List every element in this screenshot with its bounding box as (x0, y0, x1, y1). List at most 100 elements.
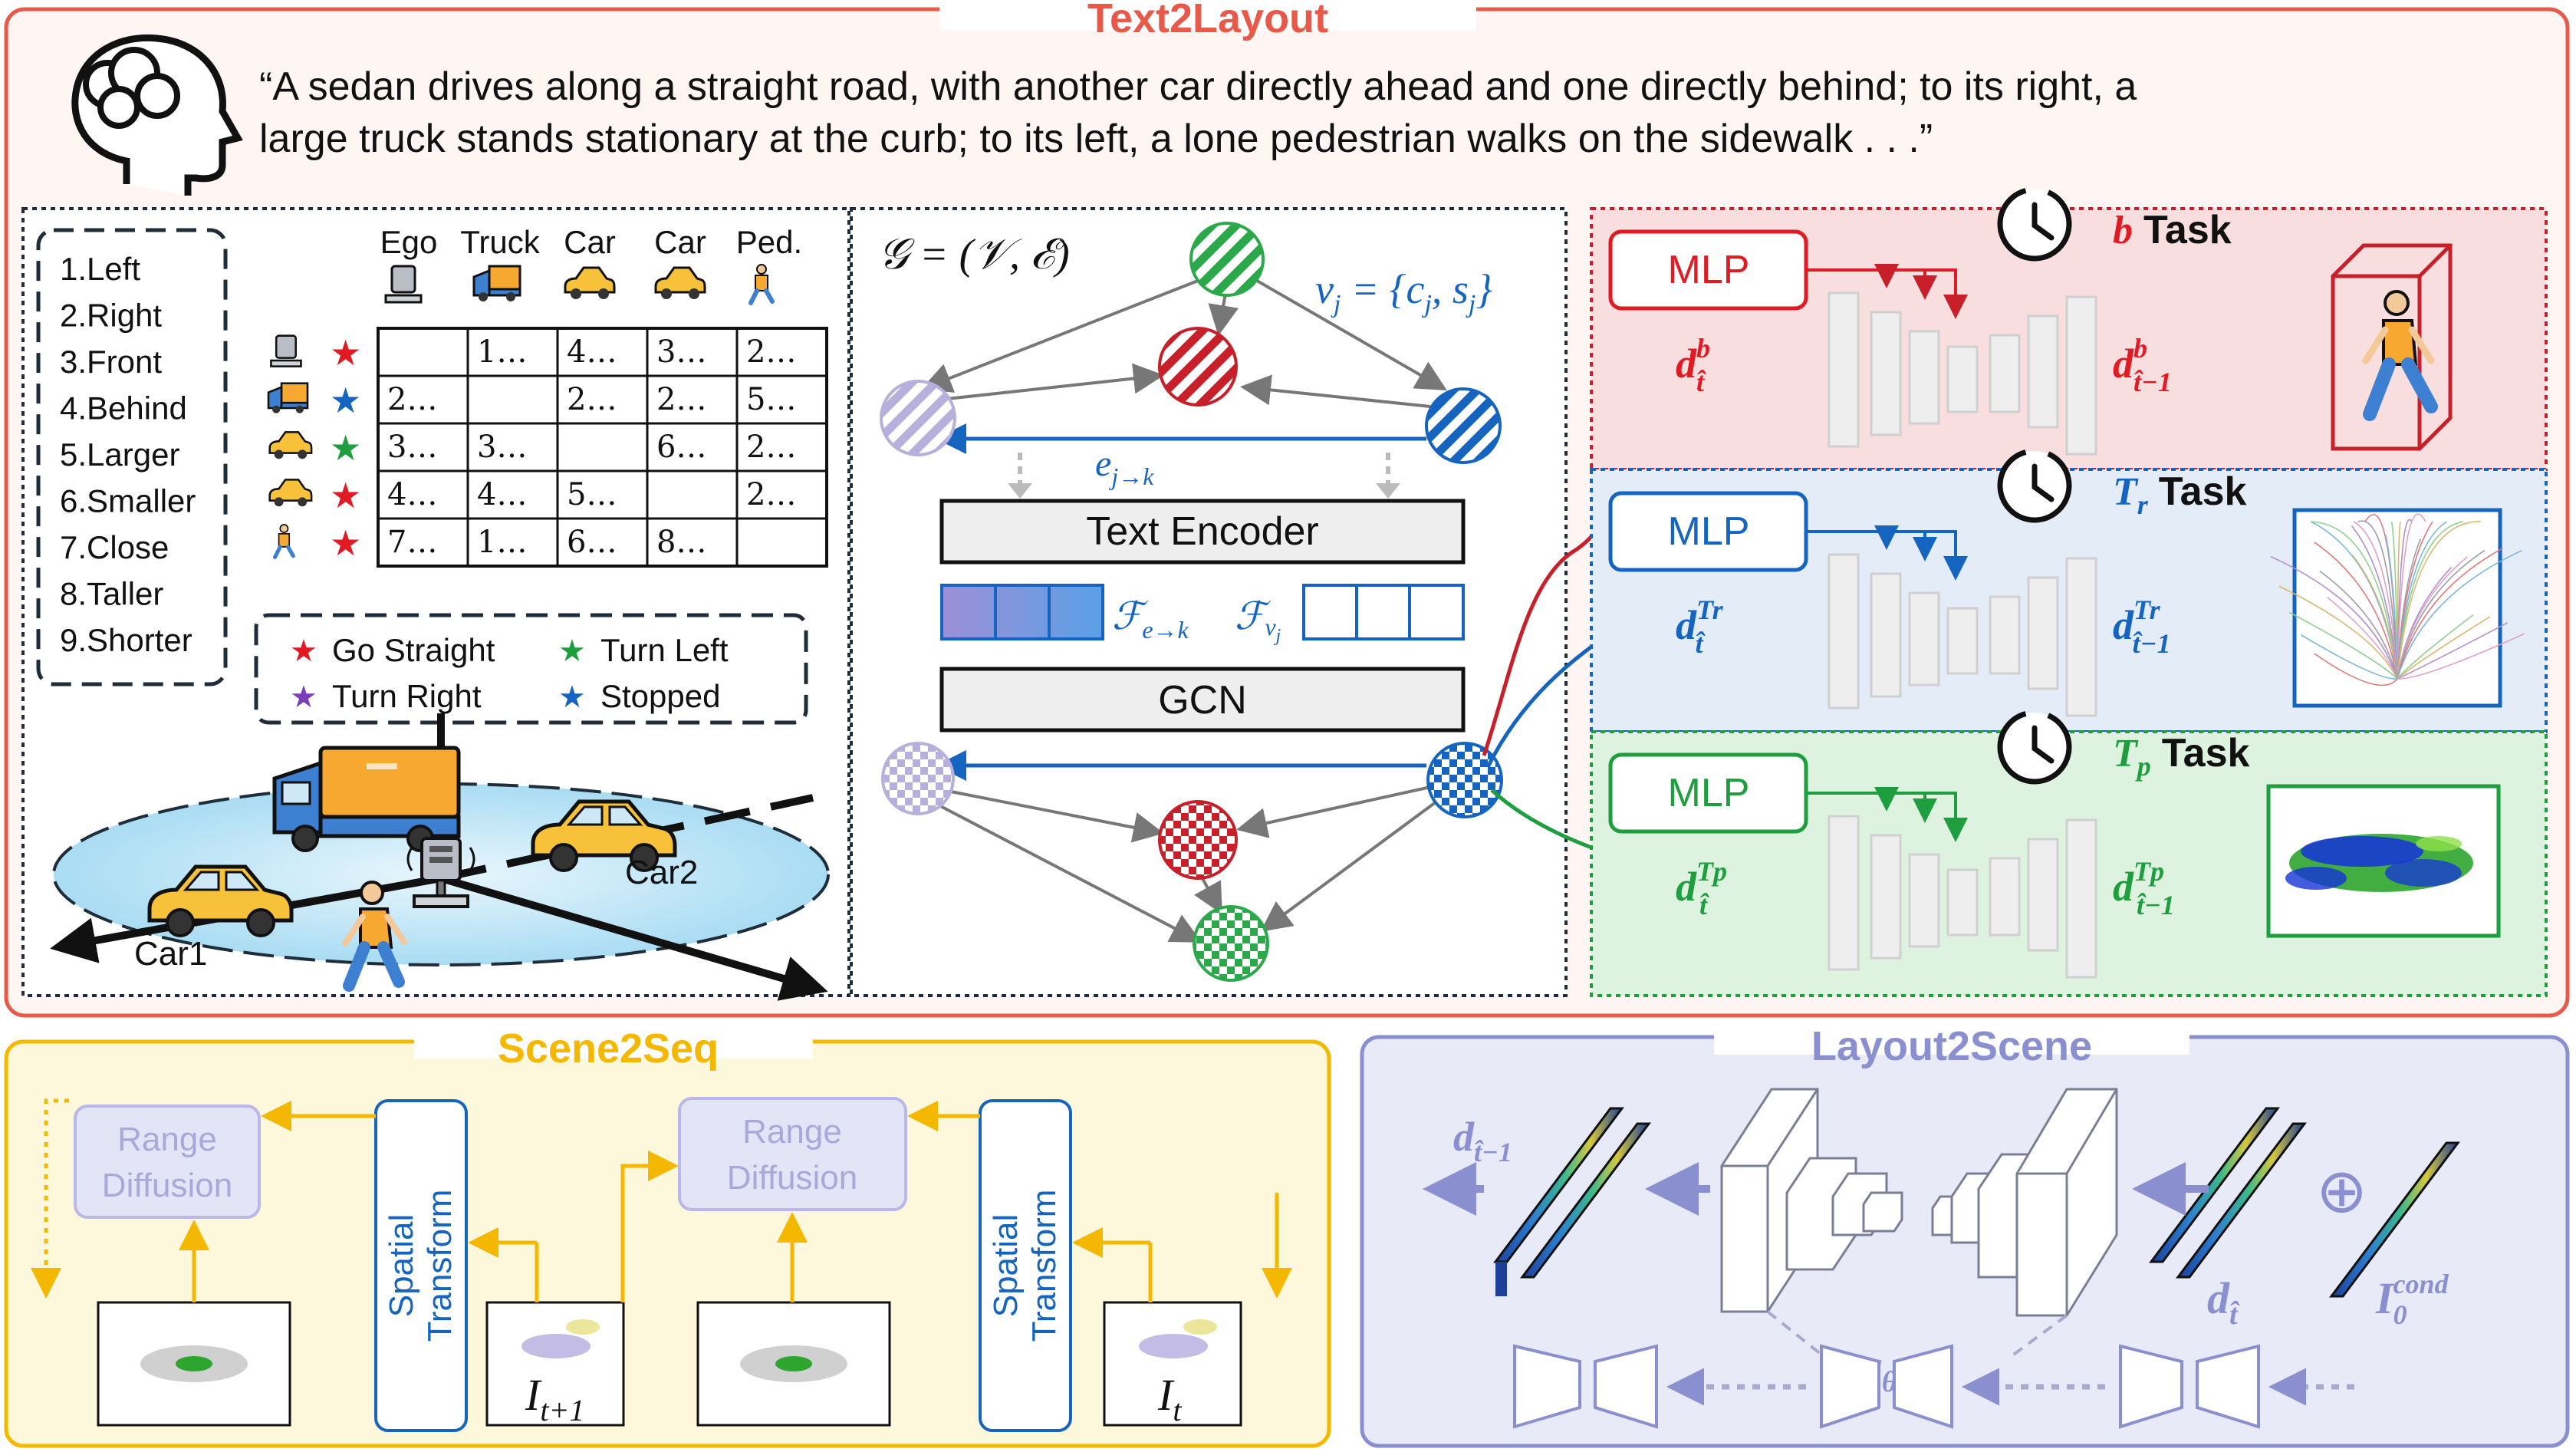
node-formula: vj = {cj, sj} (1315, 266, 1492, 318)
range-diffusion-2-line1: Range (742, 1113, 842, 1151)
range-diffusion-2-line2: Diffusion (727, 1159, 857, 1197)
unet-denoiser (1720, 1088, 2118, 1317)
relation-item: 6.Smaller (60, 483, 196, 519)
encoder-decoder-bottom (1513, 1344, 2260, 1429)
motion-star-icon: ★ (330, 332, 361, 374)
relation-item: 3.Front (60, 344, 162, 380)
graph-out-node-blue (1426, 742, 1503, 818)
scene-graph: 𝒢 = (𝒱, ℰ) vj = {cj, sj} ej→k Text Encod… (878, 222, 1655, 982)
legend-star-icon: ★ (290, 634, 317, 669)
graph-node-green (1189, 222, 1265, 297)
range-diffusion-block-2 (678, 1097, 907, 1211)
relation-matrix: 1…4…3…2…★2…2…2…5…★3…3…6…2…★4…4…5…2…★7…1…… (267, 327, 828, 568)
spatial-transform-1-line1: Spatial (383, 1214, 420, 1318)
label-i-t1: It+1 (525, 1370, 584, 1427)
lidar-bev-image-t1: It+1 (485, 1301, 625, 1427)
range-diffusion-block-1 (74, 1105, 261, 1219)
car-icon (268, 431, 313, 459)
text-encoder-label: Text Encoder (1086, 509, 1319, 554)
matrix-cell: 3… (656, 334, 706, 370)
head-thinking-icon (71, 34, 243, 196)
spatial-transform-block-1 (374, 1099, 468, 1432)
matrix-cell: 2… (567, 382, 617, 417)
matrix-cell: 8… (656, 525, 706, 560)
graph-node-purple (880, 380, 956, 456)
legend-label: Turn Right (332, 678, 482, 714)
spatial-transform-2-line1: Spatial (987, 1214, 1025, 1318)
matrix-cell: 4… (387, 477, 437, 512)
scene2seq-title: Scene2Seq (498, 1026, 719, 1072)
lidar-bev-image-1 (97, 1301, 291, 1427)
relation-item: 2.Right (60, 298, 162, 334)
matrix-col-header: Ego (380, 224, 438, 260)
matrix-cell: 5… (746, 382, 796, 417)
matrix-cell: 6… (656, 430, 706, 465)
matrix-col-header: Car (564, 224, 616, 260)
graph-node-blue (1425, 387, 1502, 464)
relation-item: 4.Behind (60, 390, 187, 426)
pedestrian-icon (272, 524, 295, 560)
relation-item: 5.Larger (60, 436, 179, 472)
matrix-cell: 4… (477, 477, 527, 512)
graph-out-node-purple (881, 742, 955, 815)
text2layout-title: Text2Layout (1087, 0, 1328, 41)
graph-out-node-green (1193, 905, 1269, 982)
label-i-t: It (1157, 1370, 1182, 1427)
motion-star-icon: ★ (330, 380, 361, 421)
car-icon (268, 479, 313, 507)
matrix-cell: 4… (567, 334, 617, 370)
layout2scene-i-cond: I0cond (2375, 1269, 2449, 1330)
range-diffusion-1-line1: Range (117, 1121, 217, 1158)
legend-star-icon: ★ (558, 680, 586, 715)
legend-box (254, 613, 808, 725)
relations-box (36, 228, 228, 686)
timer-icon (1997, 710, 2072, 785)
legend-label: Stopped (600, 678, 720, 714)
car1-icon (147, 864, 294, 937)
layout2scene-title: Layout2Scene (1811, 1023, 2092, 1069)
lidar-bev-image-2 (696, 1301, 891, 1427)
matrix-cell: 3… (387, 430, 437, 465)
range-image-stack-output (1493, 1107, 1651, 1296)
matrix-cell: 2… (746, 477, 796, 512)
legend-star-icon: ★ (290, 680, 317, 715)
scene2seq-panel: Scene2Seq Range Diffusion Range Diffusio… (4, 1026, 1331, 1448)
relations-list: 1.Left2.Right3.Front4.Behind5.Larger6.Sm… (60, 251, 196, 658)
motion-legend: ★Go Straight★Turn Left★Turn Right★Stoppe… (290, 632, 729, 715)
legend-star-icon: ★ (558, 634, 586, 669)
lidar-bev-image-t: It (1103, 1301, 1242, 1427)
layout2scene-d-prev: dt̂−1 (1453, 1114, 1512, 1167)
edge-label: ej→k (1095, 443, 1154, 490)
prompt-line-2: large truck stands stationary at the cur… (259, 117, 1933, 161)
gcn-block (939, 667, 1466, 733)
spatial-transform-block-2 (979, 1099, 1072, 1432)
car2-label: Car2 (625, 854, 698, 891)
range-image-stack-input (2149, 1107, 2460, 1298)
motion-star-icon: ★ (330, 522, 361, 564)
car2-icon (531, 799, 677, 872)
text2layout-panel: Text2Layout “A sedan drives along a stra… (4, 0, 2570, 1018)
edge-feature (940, 584, 1104, 640)
truck-icon (272, 746, 461, 852)
car-icon (654, 266, 706, 299)
matrix-cell: 2… (656, 382, 706, 417)
sensor-icon (270, 334, 302, 367)
mlp-label: MLP (1668, 248, 1750, 292)
legend-label: Turn Left (600, 632, 729, 668)
matrix-col-header: Truck (460, 224, 540, 260)
driving-scene: Car1 Car2 (50, 713, 830, 1001)
pointcloud-car-thumb (2266, 784, 2501, 938)
pedestrian-icon (342, 881, 407, 992)
plus-icon: ⊕ (2316, 1157, 2367, 1225)
text-encoder-block (939, 499, 1466, 565)
